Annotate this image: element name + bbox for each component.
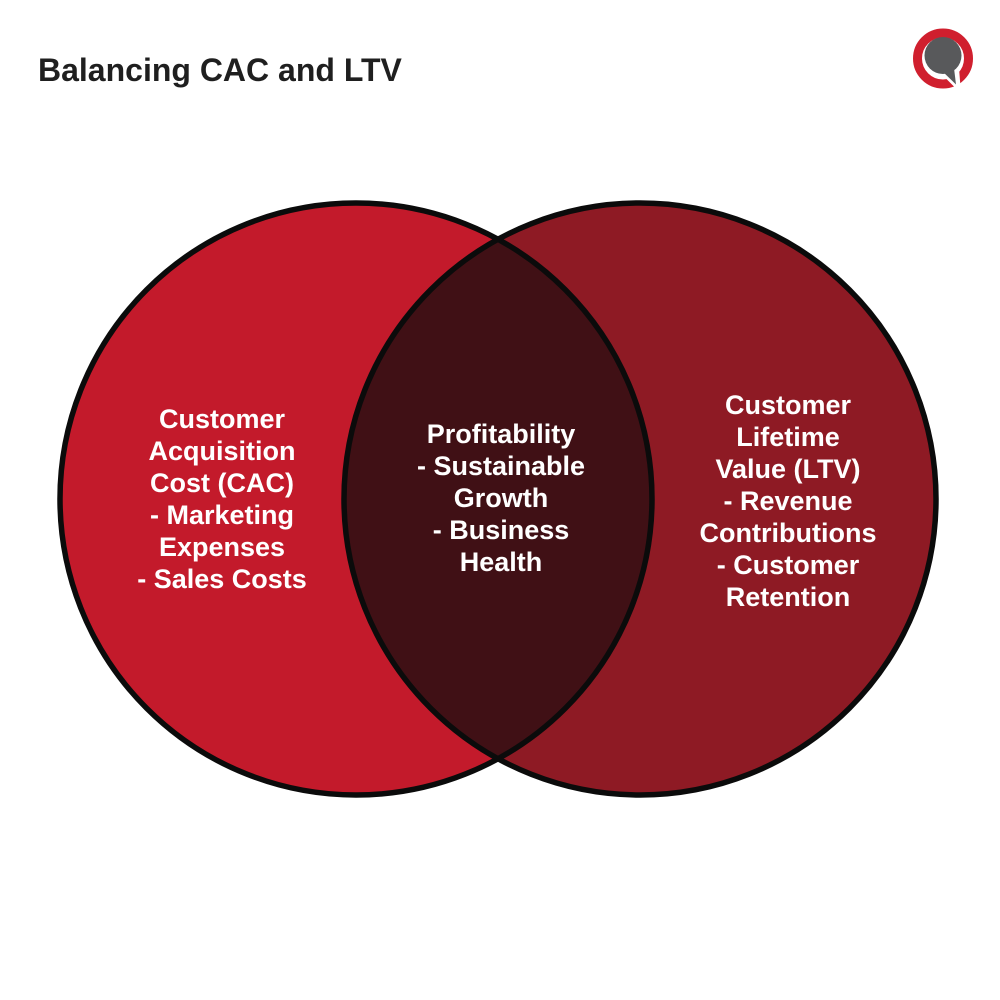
company-logo-icon (913, 28, 973, 90)
page-title: Balancing CAC and LTV (38, 52, 402, 89)
logo-ring (913, 28, 973, 89)
left-circle-outline (57, 200, 655, 798)
overlap-region (344, 203, 652, 795)
right-circle-outline (341, 200, 939, 798)
logo-bubble (924, 37, 962, 74)
